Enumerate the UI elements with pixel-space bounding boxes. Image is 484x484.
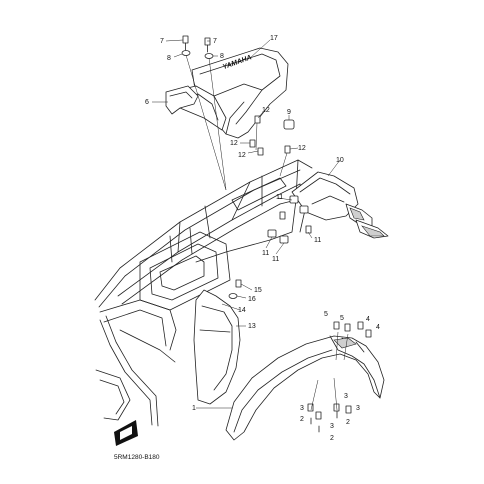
- callout-12: 12: [298, 145, 306, 152]
- callout-3: 3: [356, 405, 360, 412]
- callout-12: 12: [230, 140, 238, 147]
- callout-11: 11: [276, 194, 283, 201]
- callout-7: 7: [160, 38, 164, 45]
- callout-labels: 7 7 8 8 17 6 12 9 12 12 12 10 11 11 11 1…: [145, 35, 380, 442]
- callout-2: 2: [300, 416, 304, 423]
- callout-11: 11: [314, 237, 321, 244]
- callout-5: 5: [340, 315, 344, 322]
- fender-bolts-drawing: [307, 321, 372, 433]
- drawing-code: 5RM1280-B180: [114, 454, 160, 461]
- callout-14: 14: [238, 307, 246, 314]
- tail-bracket-drawing: [267, 171, 389, 244]
- callout-13: 13: [248, 323, 256, 330]
- callout-16: 16: [248, 296, 256, 303]
- callout-12: 12: [238, 152, 246, 159]
- callout-leaders: [152, 39, 341, 409]
- callout-1: 1: [192, 405, 196, 412]
- callout-2: 2: [330, 435, 334, 442]
- callout-4: 4: [376, 324, 380, 331]
- callout-7: 7: [213, 38, 217, 45]
- callout-3: 3: [344, 393, 348, 400]
- callout-6: 6: [145, 99, 149, 106]
- callout-5: 5: [324, 311, 328, 318]
- side-cover-drawing: [165, 85, 199, 115]
- callout-3: 3: [300, 405, 304, 412]
- callout-3: 3: [330, 423, 334, 430]
- front-direction-icon: [114, 420, 138, 446]
- callout-9: 9: [287, 109, 291, 116]
- callout-17: 17: [270, 35, 278, 42]
- callout-10: 10: [336, 157, 344, 164]
- callout-4: 4: [366, 316, 370, 323]
- callout-8: 8: [167, 55, 171, 62]
- callout-11: 11: [272, 256, 279, 263]
- front-fender-drawing: [225, 335, 385, 441]
- mud-flap-drawing: [193, 289, 241, 405]
- frame-drawing: [94, 159, 313, 427]
- callout-2: 2: [346, 419, 350, 426]
- callout-8: 8: [220, 53, 224, 60]
- callout-15: 15: [254, 287, 262, 294]
- callout-11: 11: [262, 250, 269, 257]
- callout-12: 12: [262, 107, 270, 114]
